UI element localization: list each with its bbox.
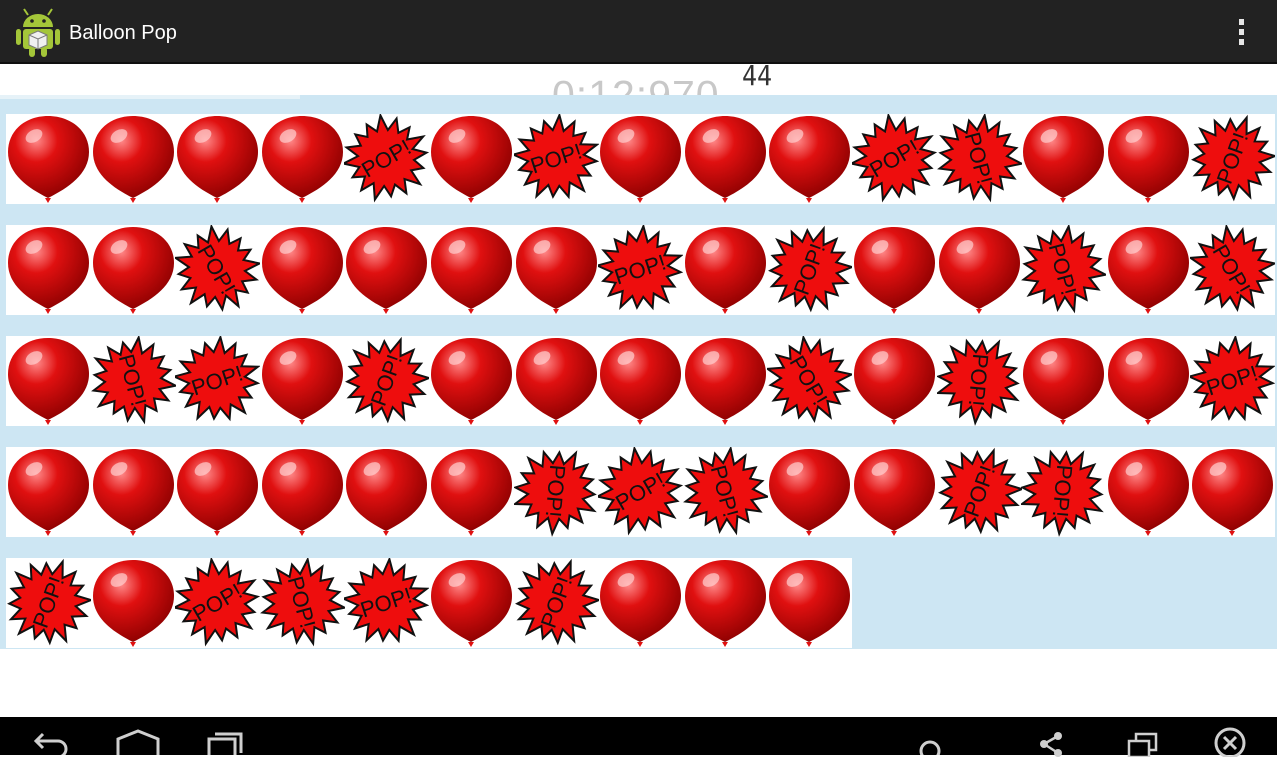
- balloon[interactable]: [260, 336, 345, 426]
- balloon[interactable]: [429, 225, 514, 315]
- action-bar: Balloon Pop: [0, 0, 1277, 64]
- popped-balloon: POP!: [259, 558, 345, 648]
- overflow-menu-icon[interactable]: [1226, 14, 1256, 50]
- popped-balloon: POP!: [936, 114, 1022, 204]
- popped-balloon: POP!: [598, 225, 684, 315]
- balloon[interactable]: [91, 114, 176, 204]
- popped-balloon: POP!: [513, 447, 599, 537]
- balloon[interactable]: [598, 114, 683, 204]
- balloon[interactable]: [175, 114, 260, 204]
- popped-balloon: POP!: [175, 558, 261, 648]
- balloon[interactable]: [429, 558, 514, 648]
- popped-balloon: POP!: [514, 558, 599, 648]
- balloon[interactable]: [937, 225, 1022, 315]
- balloon[interactable]: [1106, 114, 1191, 204]
- balloon[interactable]: [260, 447, 345, 537]
- popped-balloon: POP!: [682, 447, 768, 537]
- popped-balloon: POP!: [1190, 114, 1275, 204]
- balloon[interactable]: [767, 558, 852, 648]
- balloon[interactable]: [344, 447, 429, 537]
- popped-balloon: POP!: [175, 336, 261, 426]
- back-icon[interactable]: [28, 727, 70, 760]
- balloon[interactable]: [683, 114, 768, 204]
- popped-balloon: POP!: [598, 447, 684, 537]
- balloon[interactable]: [260, 225, 345, 315]
- app-title: Balloon Pop: [69, 22, 177, 44]
- screenshot-icon[interactable]: [1126, 731, 1160, 762]
- popped-balloon: POP!: [1190, 225, 1275, 315]
- pop-counter: 44: [742, 59, 773, 92]
- android-robot-icon[interactable]: [14, 6, 62, 58]
- popped-balloon: POP!: [851, 114, 937, 204]
- balloon[interactable]: [91, 447, 176, 537]
- popped-balloon: POP!: [513, 114, 599, 204]
- balloon[interactable]: [6, 225, 91, 315]
- popped-balloon: POP!: [344, 336, 430, 426]
- balloon[interactable]: [514, 336, 599, 426]
- balloon[interactable]: [514, 225, 599, 315]
- balloon[interactable]: [91, 558, 176, 648]
- balloon-row: POP!POP!POP!POP!POP!: [6, 447, 1275, 537]
- balloon[interactable]: [429, 114, 514, 204]
- balloon[interactable]: [1190, 447, 1275, 537]
- balloon[interactable]: [429, 447, 514, 537]
- popped-balloon: POP!: [767, 225, 853, 315]
- balloon[interactable]: [6, 447, 91, 537]
- balloon[interactable]: [1021, 114, 1106, 204]
- balloon[interactable]: [598, 336, 683, 426]
- balloon[interactable]: [767, 114, 852, 204]
- balloon[interactable]: [683, 558, 768, 648]
- balloon[interactable]: [175, 447, 260, 537]
- popped-balloon: POP!: [1021, 225, 1107, 315]
- popped-balloon: POP!: [344, 114, 430, 204]
- balloon-row: POP! POP! POP! POP! POP!: [6, 225, 1275, 315]
- popped-balloon: POP!: [1190, 336, 1275, 426]
- balloon[interactable]: [852, 225, 937, 315]
- balloon[interactable]: [91, 225, 176, 315]
- popped-balloon: POP!: [175, 225, 261, 315]
- home-icon[interactable]: [114, 727, 162, 760]
- balloon[interactable]: [852, 447, 937, 537]
- balloon[interactable]: [1106, 336, 1191, 426]
- balloon[interactable]: [683, 225, 768, 315]
- search-icon[interactable]: [916, 727, 946, 762]
- system-nav-bar: [0, 717, 1277, 762]
- balloon[interactable]: [344, 225, 429, 315]
- balloon[interactable]: [598, 558, 683, 648]
- popped-balloon: POP!: [6, 558, 91, 648]
- balloon[interactable]: [852, 336, 937, 426]
- popped-balloon: POP!: [936, 336, 1022, 426]
- balloon[interactable]: [1106, 225, 1191, 315]
- popped-balloon: POP!: [90, 336, 176, 426]
- balloon[interactable]: [767, 447, 852, 537]
- popped-balloon: POP!: [767, 336, 853, 426]
- popped-balloon: POP!: [1021, 447, 1106, 537]
- balloon-row: POP!POP!POP!POP!POP!POP!: [6, 336, 1275, 426]
- balloon-row: POP!POP!POP!POP!POP!: [6, 114, 1275, 204]
- pop-label: POP!: [540, 464, 569, 519]
- balloon[interactable]: [683, 336, 768, 426]
- pop-label: POP!: [963, 353, 992, 408]
- board-edge: [0, 95, 300, 99]
- share-icon[interactable]: [1036, 731, 1068, 762]
- balloon[interactable]: [6, 336, 91, 426]
- balloon[interactable]: [1106, 447, 1191, 537]
- balloon[interactable]: [6, 114, 91, 204]
- balloon[interactable]: [260, 114, 345, 204]
- popped-balloon: POP!: [937, 447, 1022, 537]
- balloon[interactable]: [429, 336, 514, 426]
- recent-apps-icon[interactable]: [205, 727, 249, 761]
- balloon[interactable]: [1021, 336, 1106, 426]
- close-icon[interactable]: [1212, 725, 1248, 762]
- balloon-row: POP!POP!POP!POP!POP!: [6, 558, 852, 648]
- popped-balloon: POP!: [344, 558, 430, 648]
- pop-label: POP!: [1048, 464, 1077, 519]
